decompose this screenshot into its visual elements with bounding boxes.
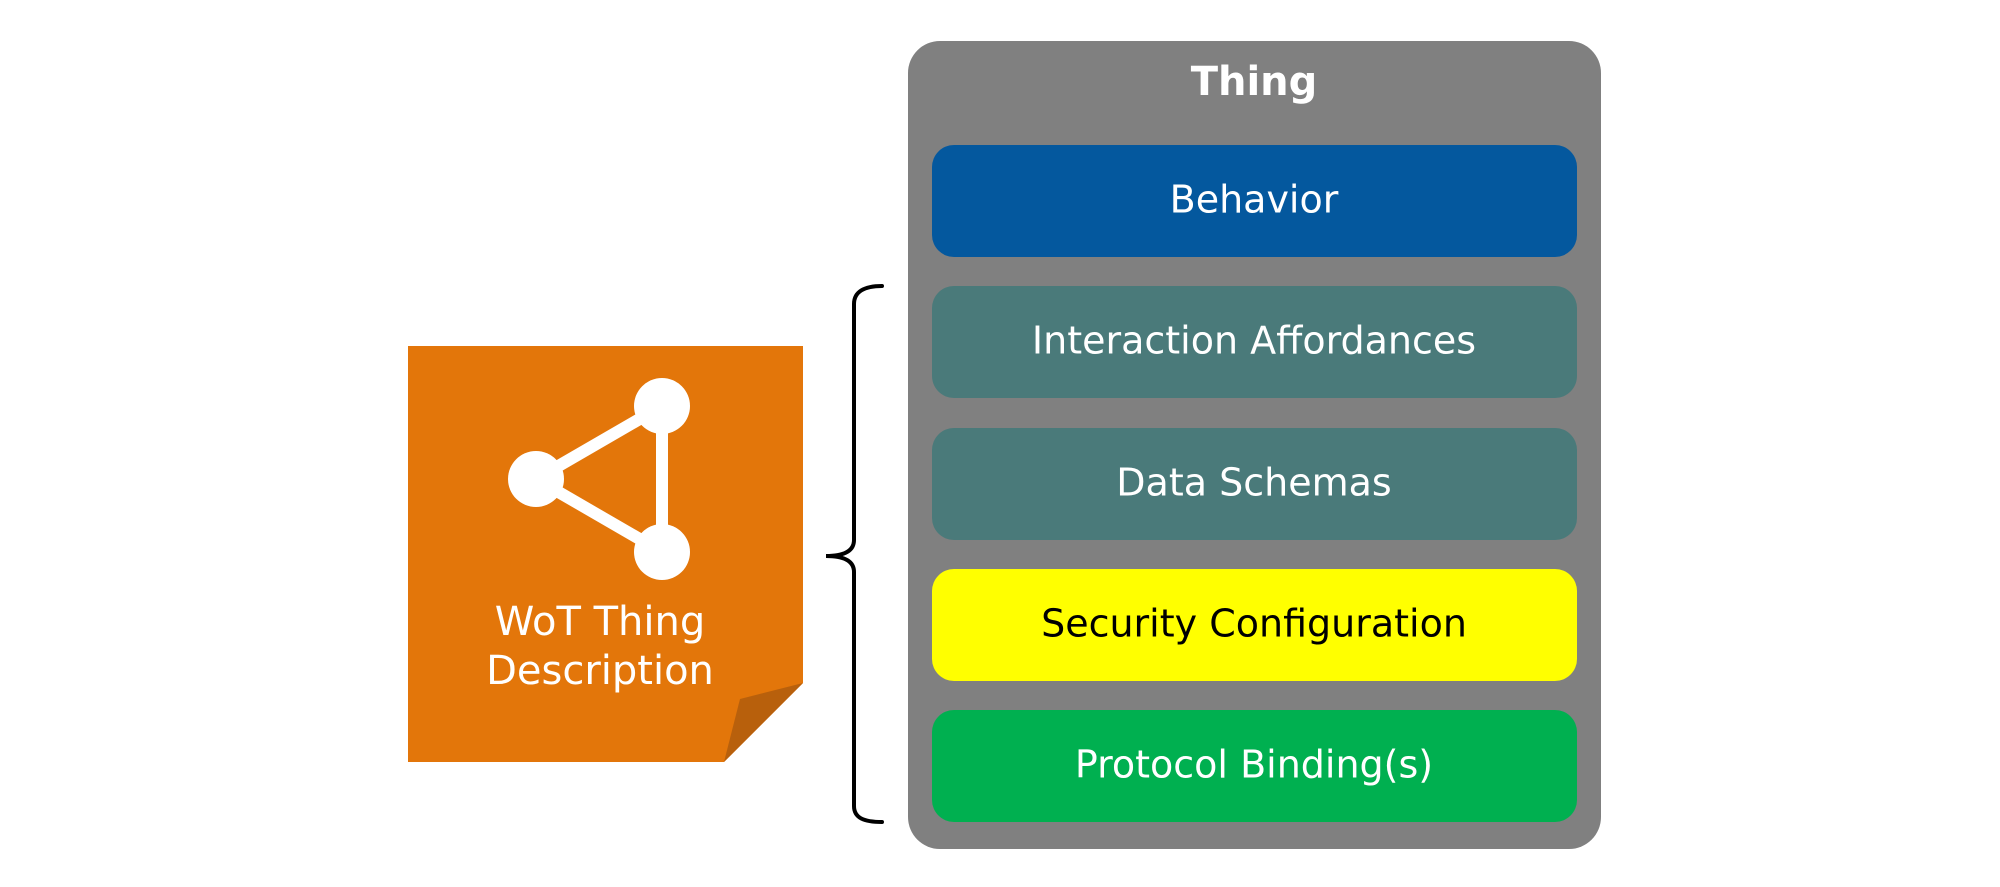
document-title-line2: Description bbox=[486, 648, 714, 694]
layer-protocol-bindings-label: Protocol Binding(s) bbox=[1075, 743, 1433, 787]
document-title-line1: WoT Thing bbox=[495, 599, 705, 645]
document-fold bbox=[724, 683, 803, 762]
document-body bbox=[408, 346, 803, 762]
layer-protocol-bindings-box bbox=[932, 710, 1577, 822]
thing-description-document: WoT Thing Description bbox=[408, 346, 803, 762]
share-graph-icon bbox=[508, 378, 690, 580]
layer-data-schemas: Data Schemas bbox=[932, 428, 1577, 540]
layer-security-configuration-label: Security Configuration bbox=[1041, 602, 1467, 646]
curly-bracket bbox=[825, 284, 884, 824]
layer-behavior: Behavior bbox=[932, 145, 1577, 257]
layer-protocol-bindings: Protocol Binding(s) bbox=[932, 710, 1577, 822]
layer-security-configuration-box bbox=[932, 569, 1577, 681]
layer-behavior-box bbox=[932, 145, 1577, 257]
thing-title: Thing bbox=[1191, 59, 1318, 105]
layer-data-schemas-box bbox=[932, 428, 1577, 540]
layer-security-configuration: Security Configuration bbox=[932, 569, 1577, 681]
thing-layers: Behavior Interaction Affordances Data Sc… bbox=[932, 145, 1577, 822]
layer-interaction-affordances-box bbox=[932, 286, 1577, 398]
layer-behavior-label: Behavior bbox=[1170, 178, 1339, 222]
layer-interaction-affordances-label: Interaction Affordances bbox=[1032, 319, 1476, 363]
layer-data-schemas-label: Data Schemas bbox=[1116, 461, 1391, 505]
layer-interaction-affordances: Interaction Affordances bbox=[932, 286, 1577, 398]
